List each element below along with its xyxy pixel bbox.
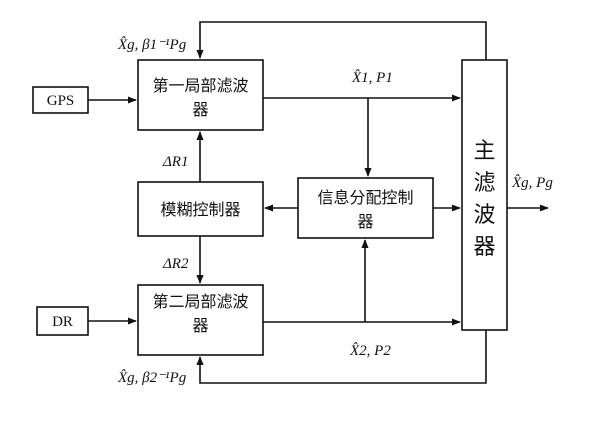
fuzzy-controller-label: 模糊控制器: [160, 200, 240, 219]
global-out-label: X̂g, Pg: [511, 175, 553, 191]
gps-label: GPS: [47, 93, 75, 109]
feedback-bottom-label: X̂g, β2⁻¹Pg: [117, 370, 187, 386]
fuzzy-controller-block: 模糊控制器: [137, 181, 264, 237]
dr-block: DR: [36, 306, 89, 336]
main-filter-char-1: 主: [473, 139, 495, 164]
feedback-wire-bottom: [196, 330, 487, 384]
feedback-wire-top: [196, 21, 487, 60]
main-filter-char-2: 滤: [473, 171, 495, 196]
dr-label: DR: [52, 314, 73, 330]
info-distribution-block: 信息分配控制 器: [297, 177, 434, 239]
local-filter-1-label-line1: 第一局部滤波: [152, 76, 248, 95]
gps-block: GPS: [32, 86, 89, 114]
local-filter-1-label-line2: 器: [192, 100, 208, 119]
main-filter-block: 主 滤 波 器: [461, 59, 508, 331]
local-filter-1-block: 第一局部滤波 器: [137, 59, 264, 131]
local-out-2-label: X̂2, P2: [349, 343, 391, 359]
feedback-top-text: X̂g, β1⁻¹Pg: [117, 37, 187, 53]
local-out-1-label: X̂1, P1: [351, 70, 393, 86]
main-filter-char-3: 波: [473, 203, 495, 228]
local-filter-2-label-line2: 器: [192, 316, 208, 335]
info-distribution-label-line2: 器: [357, 212, 373, 231]
main-filter-char-4: 器: [473, 235, 495, 260]
feedback-bottom-text: X̂g, β2⁻¹Pg: [117, 370, 187, 386]
info-distribution-label-line1: 信息分配控制: [317, 188, 413, 207]
delta-r2-label: ΔR2: [162, 256, 189, 272]
feedback-top-label: X̂g, β1⁻¹Pg: [117, 37, 187, 53]
local-filter-2-block: 第二局部滤波 器: [137, 284, 264, 356]
local-filter-2-label-line1: 第二局部滤波: [152, 292, 248, 311]
delta-r1-label: ΔR1: [162, 154, 188, 170]
